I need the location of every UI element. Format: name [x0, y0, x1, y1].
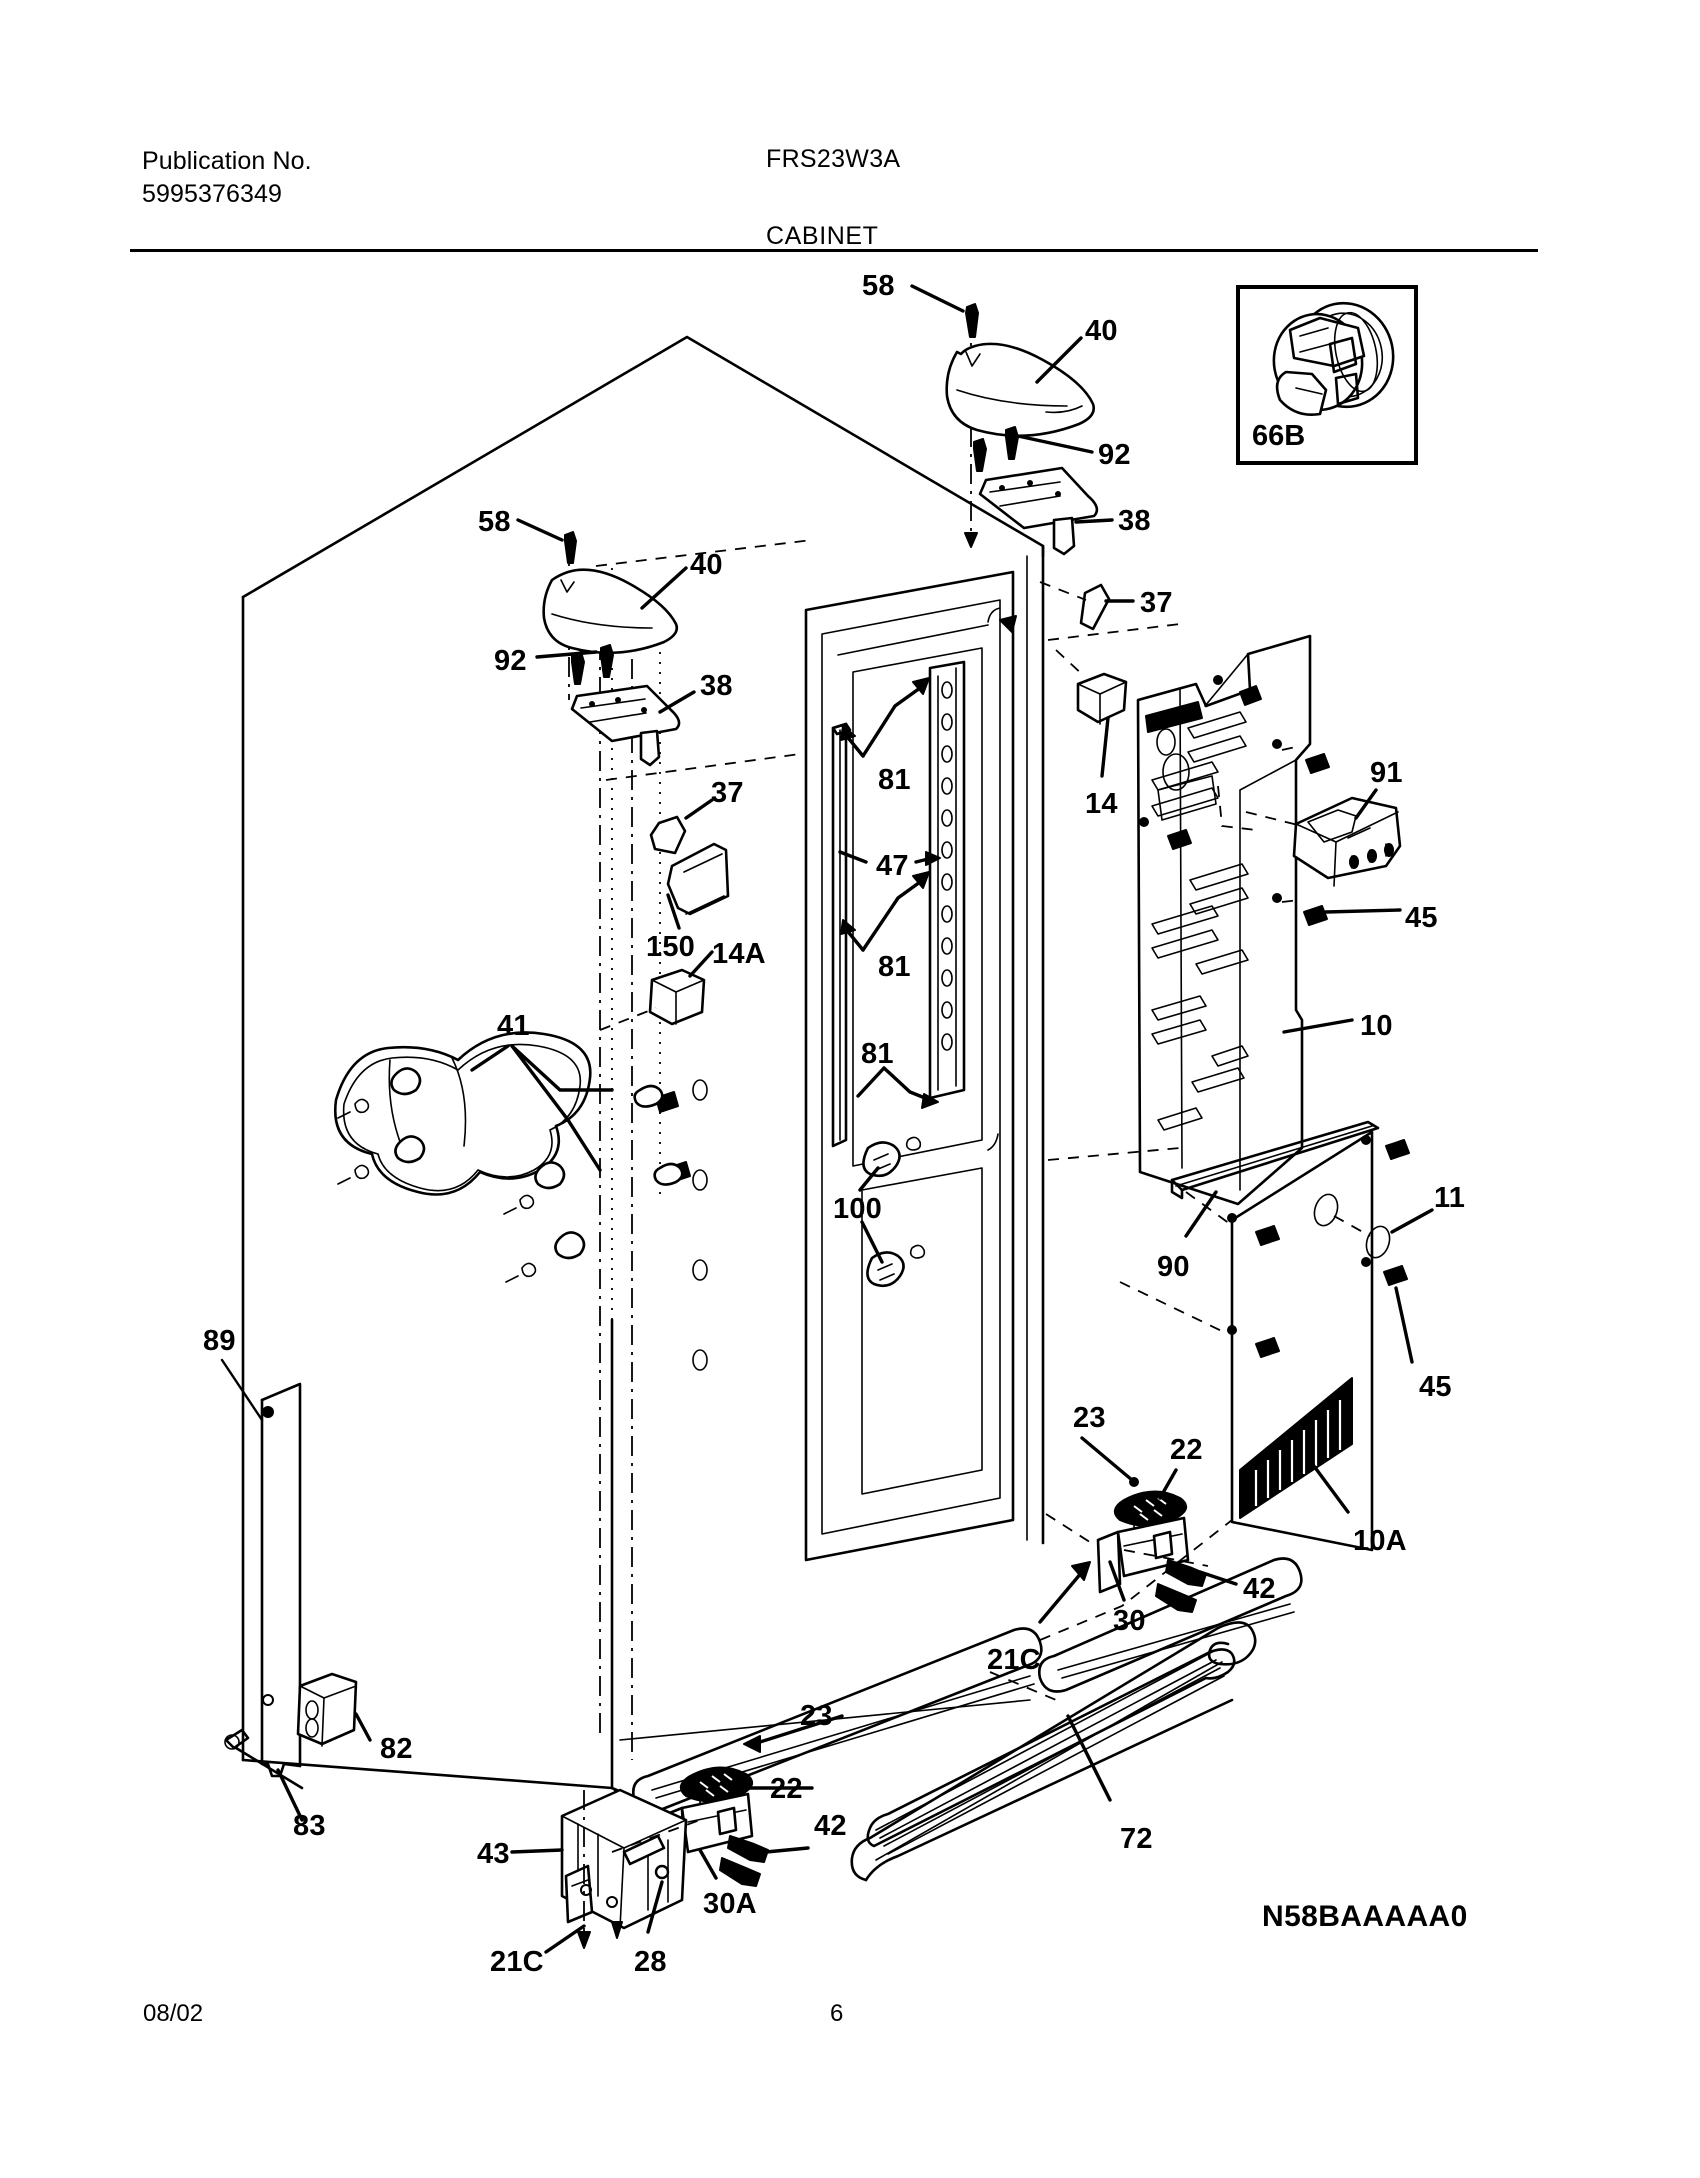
callout-40-right: 40 — [1085, 315, 1118, 347]
callout-40-left: 40 — [690, 549, 723, 581]
vent-grille — [1239, 1377, 1353, 1519]
callout-28: 28 — [634, 1946, 667, 1978]
footer-page-number: 6 — [830, 2000, 844, 2027]
callout-23-lower: 23 — [800, 1700, 833, 1732]
pin-83 — [224, 1728, 304, 1822]
callout-58-right: 58 — [862, 270, 895, 302]
callout-58-left: 58 — [478, 506, 511, 538]
callout-22-lower: 22 — [770, 1773, 803, 1805]
footer-date: 08/02 — [143, 2000, 204, 2027]
publication-block: Publication No. 5995376349 — [142, 145, 312, 211]
callout-10A: 10A — [1353, 1525, 1407, 1557]
callout-37-right: 37 — [1140, 587, 1173, 619]
callout-90: 90 — [1157, 1251, 1190, 1283]
callout-21C-mid: 21C — [987, 1644, 1041, 1676]
callout-83: 83 — [293, 1810, 326, 1842]
insulation-cover-41 — [333, 1031, 684, 1283]
inset-part-label: 66B — [1252, 420, 1306, 452]
callout-47: 47 — [876, 850, 909, 882]
callout-45-lower: 45 — [1419, 1371, 1452, 1403]
lower-rear-panel-10A — [1119, 1120, 1434, 1552]
callout-11: 11 — [1434, 1182, 1466, 1214]
callout-45-upper: 45 — [1405, 902, 1438, 934]
callout-37-left: 37 — [711, 777, 744, 809]
callout-21C-low: 21C — [490, 1946, 544, 1978]
callout-23-upper: 23 — [1073, 1402, 1106, 1434]
callout-43: 43 — [477, 1838, 510, 1870]
callout-14: 14 — [1085, 788, 1118, 820]
light-switch-14 — [1055, 649, 1128, 778]
page-title: CABINET — [766, 222, 879, 250]
left-top-hinge-group — [516, 518, 730, 1031]
model-number: FRS23W3A — [766, 145, 901, 173]
publication-label: Publication No. — [142, 147, 312, 175]
callout-81-mid: 81 — [878, 951, 911, 983]
publication-number: 5995376349 — [142, 180, 283, 208]
bottom-hinge-right-group — [1045, 1436, 1238, 1613]
header-divider — [130, 249, 1538, 252]
callout-82: 82 — [380, 1733, 413, 1765]
callout-81-top: 81 — [878, 764, 911, 796]
callout-91: 91 — [1370, 757, 1403, 789]
callout-14A: 14A — [712, 938, 766, 970]
callout-30A: 30A — [703, 1888, 757, 1920]
drawing-code: N58BAAAAA0 — [1262, 1900, 1468, 1933]
callout-10: 10 — [1360, 1010, 1393, 1042]
leader-89 — [220, 1358, 264, 1422]
callout-92-left: 92 — [494, 645, 527, 677]
callout-42-upper: 42 — [1243, 1573, 1276, 1605]
callout-38-right: 38 — [1118, 505, 1151, 537]
callout-92-right: 92 — [1098, 439, 1131, 471]
callout-150: 150 — [646, 931, 695, 963]
callout-41: 41 — [497, 1010, 530, 1042]
callout-89: 89 — [203, 1325, 236, 1357]
shelf-standard-group — [831, 660, 966, 1148]
leveling-leg-43 — [510, 1788, 701, 1954]
callout-72: 72 — [1120, 1823, 1153, 1855]
callout-30: 30 — [1113, 1605, 1146, 1637]
base-grille-72 — [850, 1621, 1257, 1882]
upper-rear-panel-10 — [1136, 634, 1402, 1206]
callout-100: 100 — [833, 1193, 882, 1225]
callout-38-left: 38 — [700, 670, 733, 702]
front-base-gasket-group — [613, 1519, 1303, 1887]
roller-82 — [296, 1672, 372, 1747]
callout-22-upper: 22 — [1170, 1434, 1203, 1466]
callout-81-low: 81 — [861, 1038, 894, 1070]
callout-42-lower: 42 — [814, 1810, 847, 1842]
